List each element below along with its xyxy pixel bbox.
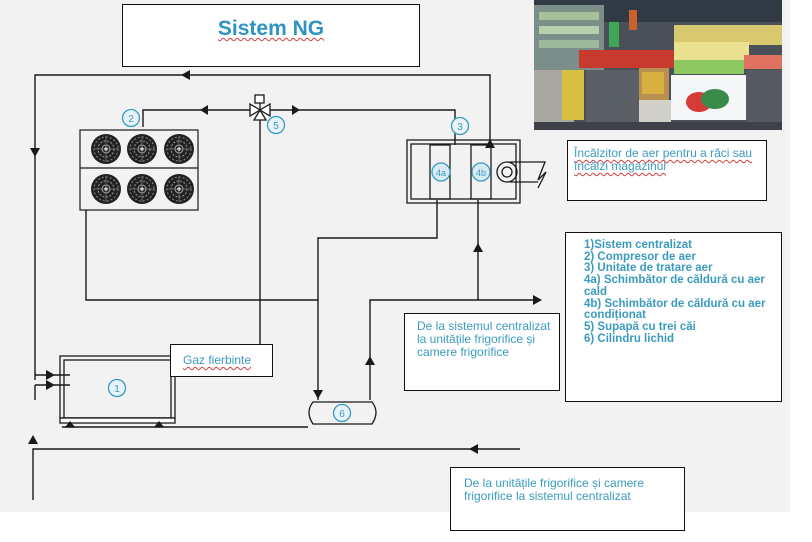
top-return-pipe (34, 74, 491, 380)
svg-text:2: 2 (128, 114, 134, 125)
heater-callout: Încălzitor de aer pentru a răci sau încă… (567, 140, 767, 201)
legend-item: 4a) Schimbător de căldură cu aer cald (584, 274, 765, 298)
legend-item: 3) Unitate de tratare aer (584, 262, 713, 275)
supply-callout-text: De la sistemul centralizat la unitățile … (417, 319, 551, 359)
legend-item: 2) Compresor de aer (584, 250, 696, 263)
legend-item: 5) Supapă cu trei căi (584, 320, 696, 333)
supermarket-photo (534, 0, 782, 130)
legend-item: 6) Cilindru lichid (584, 332, 675, 345)
badge-1: 1 (107, 378, 127, 398)
central-system-unit (59, 355, 176, 428)
diagram-canvas: 1 2 3 4a 4b 5 6 Sistem NG (0, 0, 790, 512)
condenser-outlet-pipe (85, 210, 318, 301)
heat-exchanger-4a-pipe (317, 200, 438, 400)
hot-gas-callout: Gaz fierbinte (170, 344, 273, 377)
return-callout-text: De la unitățile frigorifice și camere fr… (464, 476, 645, 503)
heater-callout-text: Încălzitor de aer pentru a răci sau încă… (574, 146, 753, 173)
badge-2: 2 (121, 108, 141, 128)
badge-6: 6 (332, 403, 352, 423)
title-text: Sistem NG (217, 17, 325, 40)
legend-list: 1)Sistem centralizat 2) Compresor de aer… (584, 239, 774, 345)
air-handling-unit (406, 139, 547, 204)
refrigeration-schematic: 1 2 3 4a 4b 5 6 (28, 70, 547, 500)
svg-text:4a: 4a (436, 168, 446, 178)
return-callout: De la unitățile frigorifice și camere fr… (450, 467, 685, 531)
three-way-valve (249, 94, 271, 121)
svg-text:3: 3 (457, 122, 463, 133)
svg-text:4b: 4b (476, 168, 486, 178)
pipe-lines (32, 74, 540, 500)
legend-item: 1)Sistem centralizat (584, 239, 693, 251)
component-number-badges: 1 2 3 4a 4b 5 6 (107, 108, 491, 423)
air-compressor-unit (79, 129, 199, 211)
supply-pipe (369, 299, 540, 400)
bottom-return-pipe (32, 448, 520, 500)
badge-4b: 4b (471, 162, 491, 182)
badge-3: 3 (450, 116, 470, 136)
badge-4a: 4a (431, 162, 451, 182)
svg-text:6: 6 (339, 409, 345, 420)
hot-gas-callout-text: Gaz fierbinte (183, 353, 252, 367)
supply-callout: De la sistemul centralizat la unitățile … (404, 313, 560, 391)
badge-5: 5 (266, 115, 286, 135)
title-box: Sistem NG (122, 4, 420, 67)
legend-box: 1)Sistem centralizat 2) Compresor de aer… (565, 232, 782, 402)
legend-item: 4b) Schimbător de căldură cu aer condiți… (584, 297, 766, 322)
svg-text:5: 5 (273, 121, 279, 132)
diagram-title: Sistem NG (123, 17, 419, 41)
photo-illustration (534, 0, 782, 130)
svg-text:1: 1 (114, 384, 120, 395)
